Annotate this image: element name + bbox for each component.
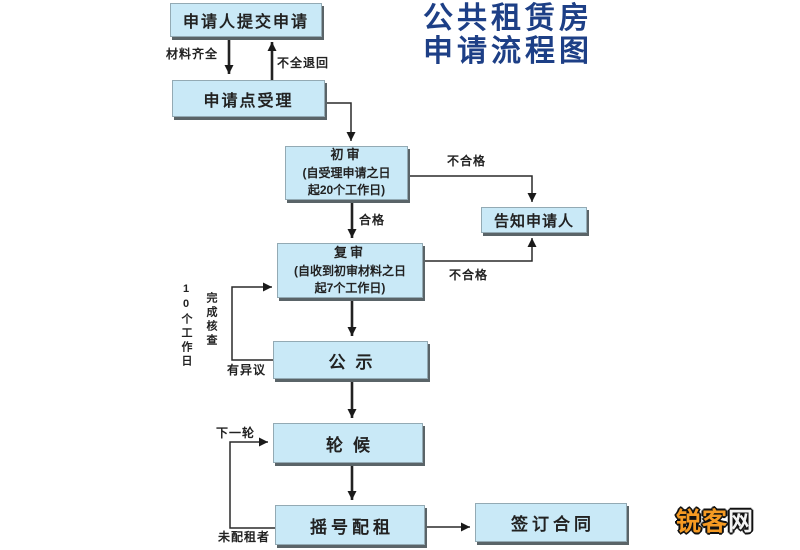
node-publicity-label: 公示: [328, 352, 383, 372]
page-title-line1: 公共租赁房: [423, 2, 593, 35]
watermark-text2: 网: [728, 508, 755, 536]
edge-label-unqualified-initial: 不合格: [447, 154, 487, 168]
node-initial-review-title: 初审: [330, 147, 363, 163]
node-publicity: 公示: [273, 341, 428, 379]
node-application-point-accept-label: 申请点受理: [203, 92, 294, 110]
watermark-text1: 锐客: [676, 508, 729, 536]
edge-label-objection: 有异议: [227, 363, 267, 377]
edge-label-ten-working-days: 10个工作日: [180, 283, 192, 369]
node-applicant-submit: 申请人提交申请: [170, 3, 322, 37]
node-sign-contract-label: 签订合同: [511, 515, 595, 534]
node-notify-applicant: 告知申请人: [481, 207, 587, 233]
node-sign-contract: 签订合同: [475, 503, 627, 542]
edge-re-review-to-notify: [423, 238, 537, 262]
node-waitlist-label: 轮候: [326, 435, 380, 455]
node-re-review-line3: 起7个工作日): [314, 280, 386, 295]
node-re-review-line2: (自收到初审材料之日: [294, 263, 406, 278]
node-re-review: 复审 (自收到初审材料之日 起7个工作日): [277, 243, 423, 298]
page-title-line2: 申请流程图: [423, 35, 593, 68]
node-notify-applicant-label: 告知申请人: [493, 212, 574, 230]
node-initial-review: 初审 (自受理申请之日 起20个工作日): [285, 146, 408, 200]
edge-label-materials-complete: 材料齐全: [166, 47, 219, 61]
page-title: 公共租赁房 申请流程图: [398, 2, 618, 68]
edge-label-qualified: 合格: [359, 213, 386, 227]
edge-accept-to-initial-review: [325, 102, 356, 141]
watermark: 锐客网: [676, 502, 754, 538]
node-applicant-submit-label: 申请人提交申请: [182, 14, 309, 31]
edge-lottery-not-allocated-loop: [229, 437, 275, 529]
node-application-point-accept: 申请点受理: [172, 80, 325, 117]
edge-initial-to-notify: [408, 175, 537, 202]
edge-label-not-allocated: 未配租者: [218, 530, 271, 544]
edge-label-next-round: 下一轮: [216, 426, 256, 440]
node-waitlist: 轮候: [273, 423, 423, 463]
node-re-review-title: 复审: [333, 244, 366, 260]
edge-label-unqualified-re: 不合格: [449, 268, 489, 282]
edge-label-incomplete-return: 不全退回: [277, 56, 330, 70]
edge-publicity-objection-loop: [231, 282, 273, 361]
node-initial-review-line3: 起20个工作日): [307, 183, 386, 198]
edge-label-verification-done: 完成核查: [205, 292, 217, 348]
node-lottery-allocation-label: 摇号配租: [310, 517, 394, 537]
node-lottery-allocation: 摇号配租: [275, 505, 425, 545]
node-initial-review-line2: (自受理申请之日: [302, 166, 391, 181]
